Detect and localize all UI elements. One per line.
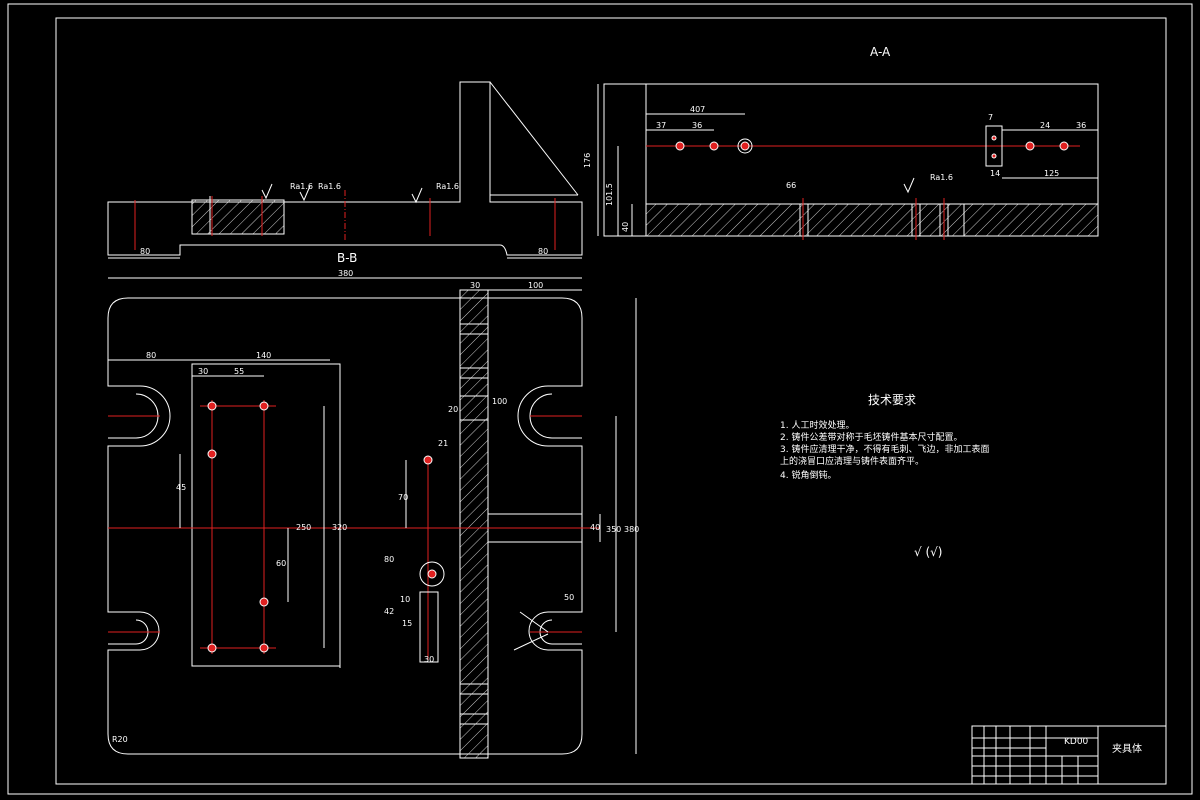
- dim-42: 42: [384, 607, 394, 616]
- outer-frame: [7, 3, 1193, 795]
- dim-h-320: 320: [332, 523, 347, 532]
- dim-h-250: 250: [296, 523, 311, 532]
- dim-left-140: 140: [256, 351, 271, 360]
- dim-15: 15: [402, 619, 412, 628]
- dim-10: 10: [400, 595, 410, 604]
- tech-line-5: 4. 锐角倒钝。: [780, 469, 836, 481]
- dim-80: 80: [384, 555, 394, 564]
- dim-20: 20: [448, 405, 458, 414]
- dim-a-176: 176: [583, 153, 592, 168]
- dim-a-36: 36: [692, 121, 702, 130]
- dim-40: 40: [590, 523, 600, 532]
- dim-100: 100: [492, 397, 507, 406]
- roughness-symbol: √ (√): [914, 545, 942, 559]
- dim-left-80: 80: [146, 351, 156, 360]
- dim-a-37: 37: [656, 121, 666, 130]
- dim-a-407: 407: [690, 105, 705, 114]
- title-block: KD00 夹具体: [971, 725, 1167, 785]
- ra-bb-3: Ra1.6: [436, 182, 459, 191]
- section-aa-view: A-A 407 37 36 24 36 125: [583, 45, 1099, 240]
- dim-r20: R20: [112, 735, 128, 744]
- tech-line-2: 2. 铸件公差带对称于毛坯铸件基本尺寸配置。: [780, 431, 962, 443]
- plan-view: 380 30 100 80 140 30 55 250 320 350 380 …: [107, 269, 639, 759]
- dim-top-30: 30: [470, 281, 480, 290]
- dim-a-66: 66: [786, 181, 796, 190]
- tech-line-3: 3. 铸件应清理干净，不得有毛刺、飞边，非加工表面: [780, 443, 989, 455]
- dim-a-7: 7: [988, 113, 993, 122]
- dim-top-100: 100: [528, 281, 543, 290]
- ra-aa: Ra1.6: [930, 173, 953, 182]
- dim-top-total: 380: [338, 269, 353, 278]
- dim-b-80-right: 80: [538, 247, 548, 256]
- ra-bb-2: Ra1.6: [318, 182, 341, 191]
- dim-h-350: 350: [606, 525, 621, 534]
- tech-title: 技术要求: [868, 393, 916, 407]
- dim-30: 30: [198, 367, 208, 376]
- dim-a-14: 14: [990, 169, 1000, 178]
- dim-b-80-left: 80: [140, 247, 150, 256]
- dim-50: 50: [564, 593, 574, 602]
- dim-21: 21: [438, 439, 448, 448]
- dim-70: 70: [398, 493, 408, 502]
- dim-a-40: 40: [621, 222, 630, 232]
- section-bb-label: B-B: [337, 251, 357, 265]
- tech-line-1: 1. 人工时效处理。: [780, 419, 854, 431]
- dim-60: 60: [276, 559, 286, 568]
- dim-55: 55: [234, 367, 244, 376]
- inner-frame: [55, 17, 1167, 785]
- tech-line-4: 上的浇冒口应清理与铸件表面齐平。: [780, 455, 924, 467]
- dim-a-125: 125: [1044, 169, 1059, 178]
- section-aa-label: A-A: [870, 45, 891, 59]
- technical-requirements: 技术要求 1. 人工时效处理。 2. 铸件公差带对称于毛坯铸件基本尺寸配置。 3…: [780, 393, 989, 559]
- dim-a-36b: 36: [1076, 121, 1086, 130]
- drawing-code: KD00: [1064, 737, 1089, 747]
- dim-a-24: 24: [1040, 121, 1050, 130]
- dim-h-380: 380: [624, 525, 639, 534]
- ra-bb-1: Ra1.6: [290, 182, 313, 191]
- section-bb-view: 80 80 B-B Ra1.6 Ra1.6 Ra1.6: [107, 81, 583, 265]
- dim-a-101: 101.5: [605, 183, 614, 206]
- dim-45: 45: [176, 483, 186, 492]
- dim-30b: 30: [424, 655, 434, 664]
- drawing-name: 夹具体: [1112, 742, 1142, 755]
